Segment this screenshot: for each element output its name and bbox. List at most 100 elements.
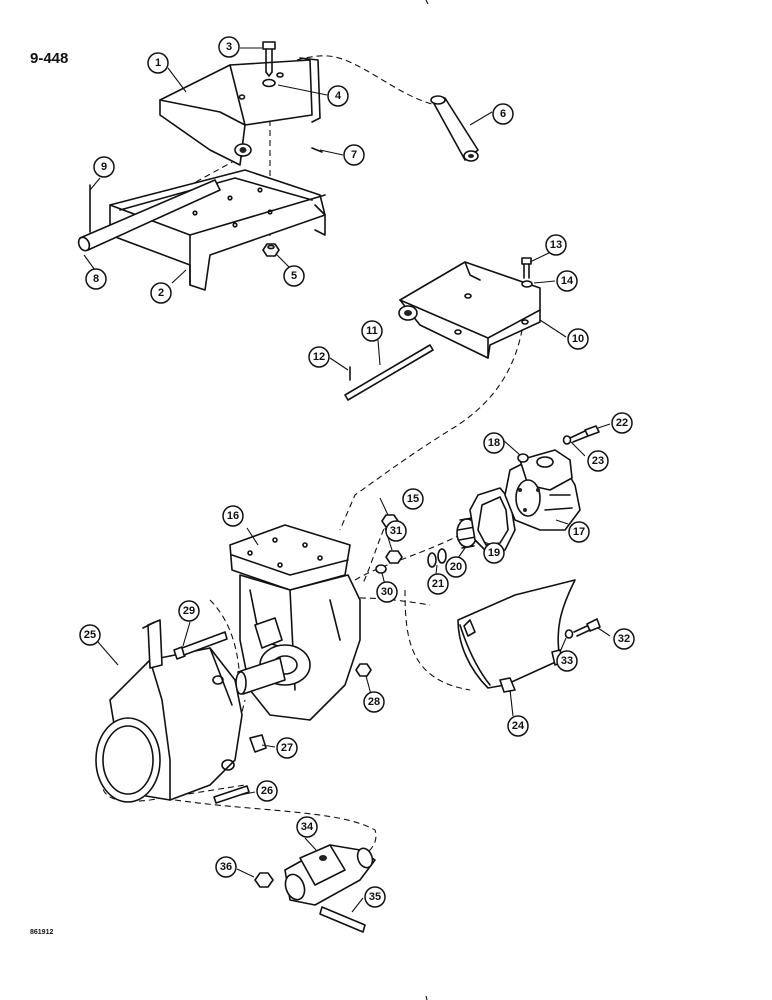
svg-text:1: 1 <box>155 57 161 69</box>
upper-bracket <box>159 57 321 166</box>
callout-1: 1 <box>147 52 169 74</box>
svg-text:31: 31 <box>390 525 402 537</box>
bottom-mark <box>425 995 428 1000</box>
shaft <box>235 657 286 695</box>
nut-28 <box>355 663 372 677</box>
washer-33 <box>564 629 574 639</box>
callout-32: 32 <box>613 628 635 650</box>
callout-8: 8 <box>85 268 107 290</box>
nut-31 <box>385 550 403 564</box>
callout-33: 33 <box>556 650 578 672</box>
rod-8 <box>77 179 221 252</box>
callout-12: 12 <box>308 346 330 368</box>
svg-text:26: 26 <box>261 785 273 797</box>
svg-text:10: 10 <box>572 333 584 345</box>
page-number: 9-448 <box>30 50 68 67</box>
top-mark <box>425 0 429 5</box>
housing-25 <box>95 619 243 803</box>
callout-21: 21 <box>427 573 449 595</box>
svg-text:9: 9 <box>101 161 107 173</box>
svg-text:5: 5 <box>291 270 297 282</box>
callout-17: 17 <box>568 521 590 543</box>
drawing-code: 861912 <box>30 929 53 936</box>
svg-text:16: 16 <box>227 510 239 522</box>
callout-20: 20 <box>445 556 467 578</box>
callout-14: 14 <box>556 270 578 292</box>
bolt-35 <box>319 906 366 933</box>
rod-11 <box>344 344 434 401</box>
svg-text:33: 33 <box>561 655 573 667</box>
svg-text:12: 12 <box>313 351 325 363</box>
svg-text:23: 23 <box>592 455 604 467</box>
shield-24 <box>457 579 576 693</box>
callout-25: 25 <box>79 624 101 646</box>
svg-text:2: 2 <box>158 287 164 299</box>
callout-13: 13 <box>545 234 567 256</box>
gasket-19 <box>469 487 516 554</box>
fitting-18 <box>517 453 529 463</box>
svg-text:7: 7 <box>351 149 357 161</box>
svg-text:6: 6 <box>500 108 506 120</box>
bolt-32 <box>573 618 601 637</box>
svg-text:35: 35 <box>369 891 381 903</box>
o-ring-21a <box>427 552 437 568</box>
bolt-29 <box>173 631 228 660</box>
svg-text:15: 15 <box>407 493 419 505</box>
callout-6: 6 <box>492 103 514 125</box>
bolt-22 <box>569 425 600 443</box>
svg-text:20: 20 <box>450 561 462 573</box>
svg-text:34: 34 <box>301 821 314 833</box>
o-ring-21b <box>437 548 447 564</box>
nut-36 <box>254 872 274 888</box>
callout-5: 5 <box>283 265 305 287</box>
coupling-34 <box>284 844 376 906</box>
bolt-26 <box>213 785 250 804</box>
svg-text:36: 36 <box>220 861 232 873</box>
svg-text:24: 24 <box>512 720 525 732</box>
callout-9: 9 <box>93 156 115 178</box>
bolt-13 <box>521 257 532 279</box>
callouts: 1 2 3 4 5 6 7 8 9 10 11 12 13 14 15 16 1… <box>79 36 635 908</box>
callout-11: 11 <box>361 320 383 342</box>
callout-29: 29 <box>178 600 200 622</box>
pin-7 <box>311 147 323 153</box>
link-bar-6 <box>430 95 479 162</box>
svg-text:17: 17 <box>573 526 585 538</box>
callout-30: 30 <box>376 581 398 603</box>
svg-text:8: 8 <box>93 273 99 285</box>
callout-36: 36 <box>215 856 237 878</box>
svg-text:25: 25 <box>84 629 96 641</box>
callout-34: 34 <box>296 816 318 838</box>
callout-24: 24 <box>507 715 529 737</box>
base-plate <box>109 169 326 291</box>
svg-text:4: 4 <box>335 90 342 102</box>
callout-23: 23 <box>587 450 609 472</box>
bolt-3 <box>262 41 276 77</box>
callout-35: 35 <box>364 886 386 908</box>
svg-text:32: 32 <box>618 633 630 645</box>
callout-22: 22 <box>611 412 633 434</box>
svg-text:18: 18 <box>488 437 500 449</box>
svg-text:3: 3 <box>226 41 232 53</box>
callout-28: 28 <box>363 691 385 713</box>
svg-text:22: 22 <box>616 417 628 429</box>
svg-text:11: 11 <box>366 325 378 337</box>
gear-20 <box>456 517 478 549</box>
callout-18: 18 <box>483 432 505 454</box>
callout-10: 10 <box>567 328 589 350</box>
svg-text:21: 21 <box>432 578 444 590</box>
svg-text:19: 19 <box>488 547 500 559</box>
svg-text:30: 30 <box>381 586 393 598</box>
svg-text:27: 27 <box>281 742 293 754</box>
callout-2: 2 <box>150 282 172 304</box>
callout-26: 26 <box>256 780 278 802</box>
washer-14 <box>521 280 533 288</box>
callout-27: 27 <box>276 737 298 759</box>
svg-text:13: 13 <box>550 239 562 251</box>
pump-17 <box>504 449 581 531</box>
callout-3: 3 <box>218 36 240 58</box>
washer-4 <box>262 78 276 88</box>
callout-7: 7 <box>343 144 365 166</box>
callout-16: 16 <box>222 505 244 527</box>
